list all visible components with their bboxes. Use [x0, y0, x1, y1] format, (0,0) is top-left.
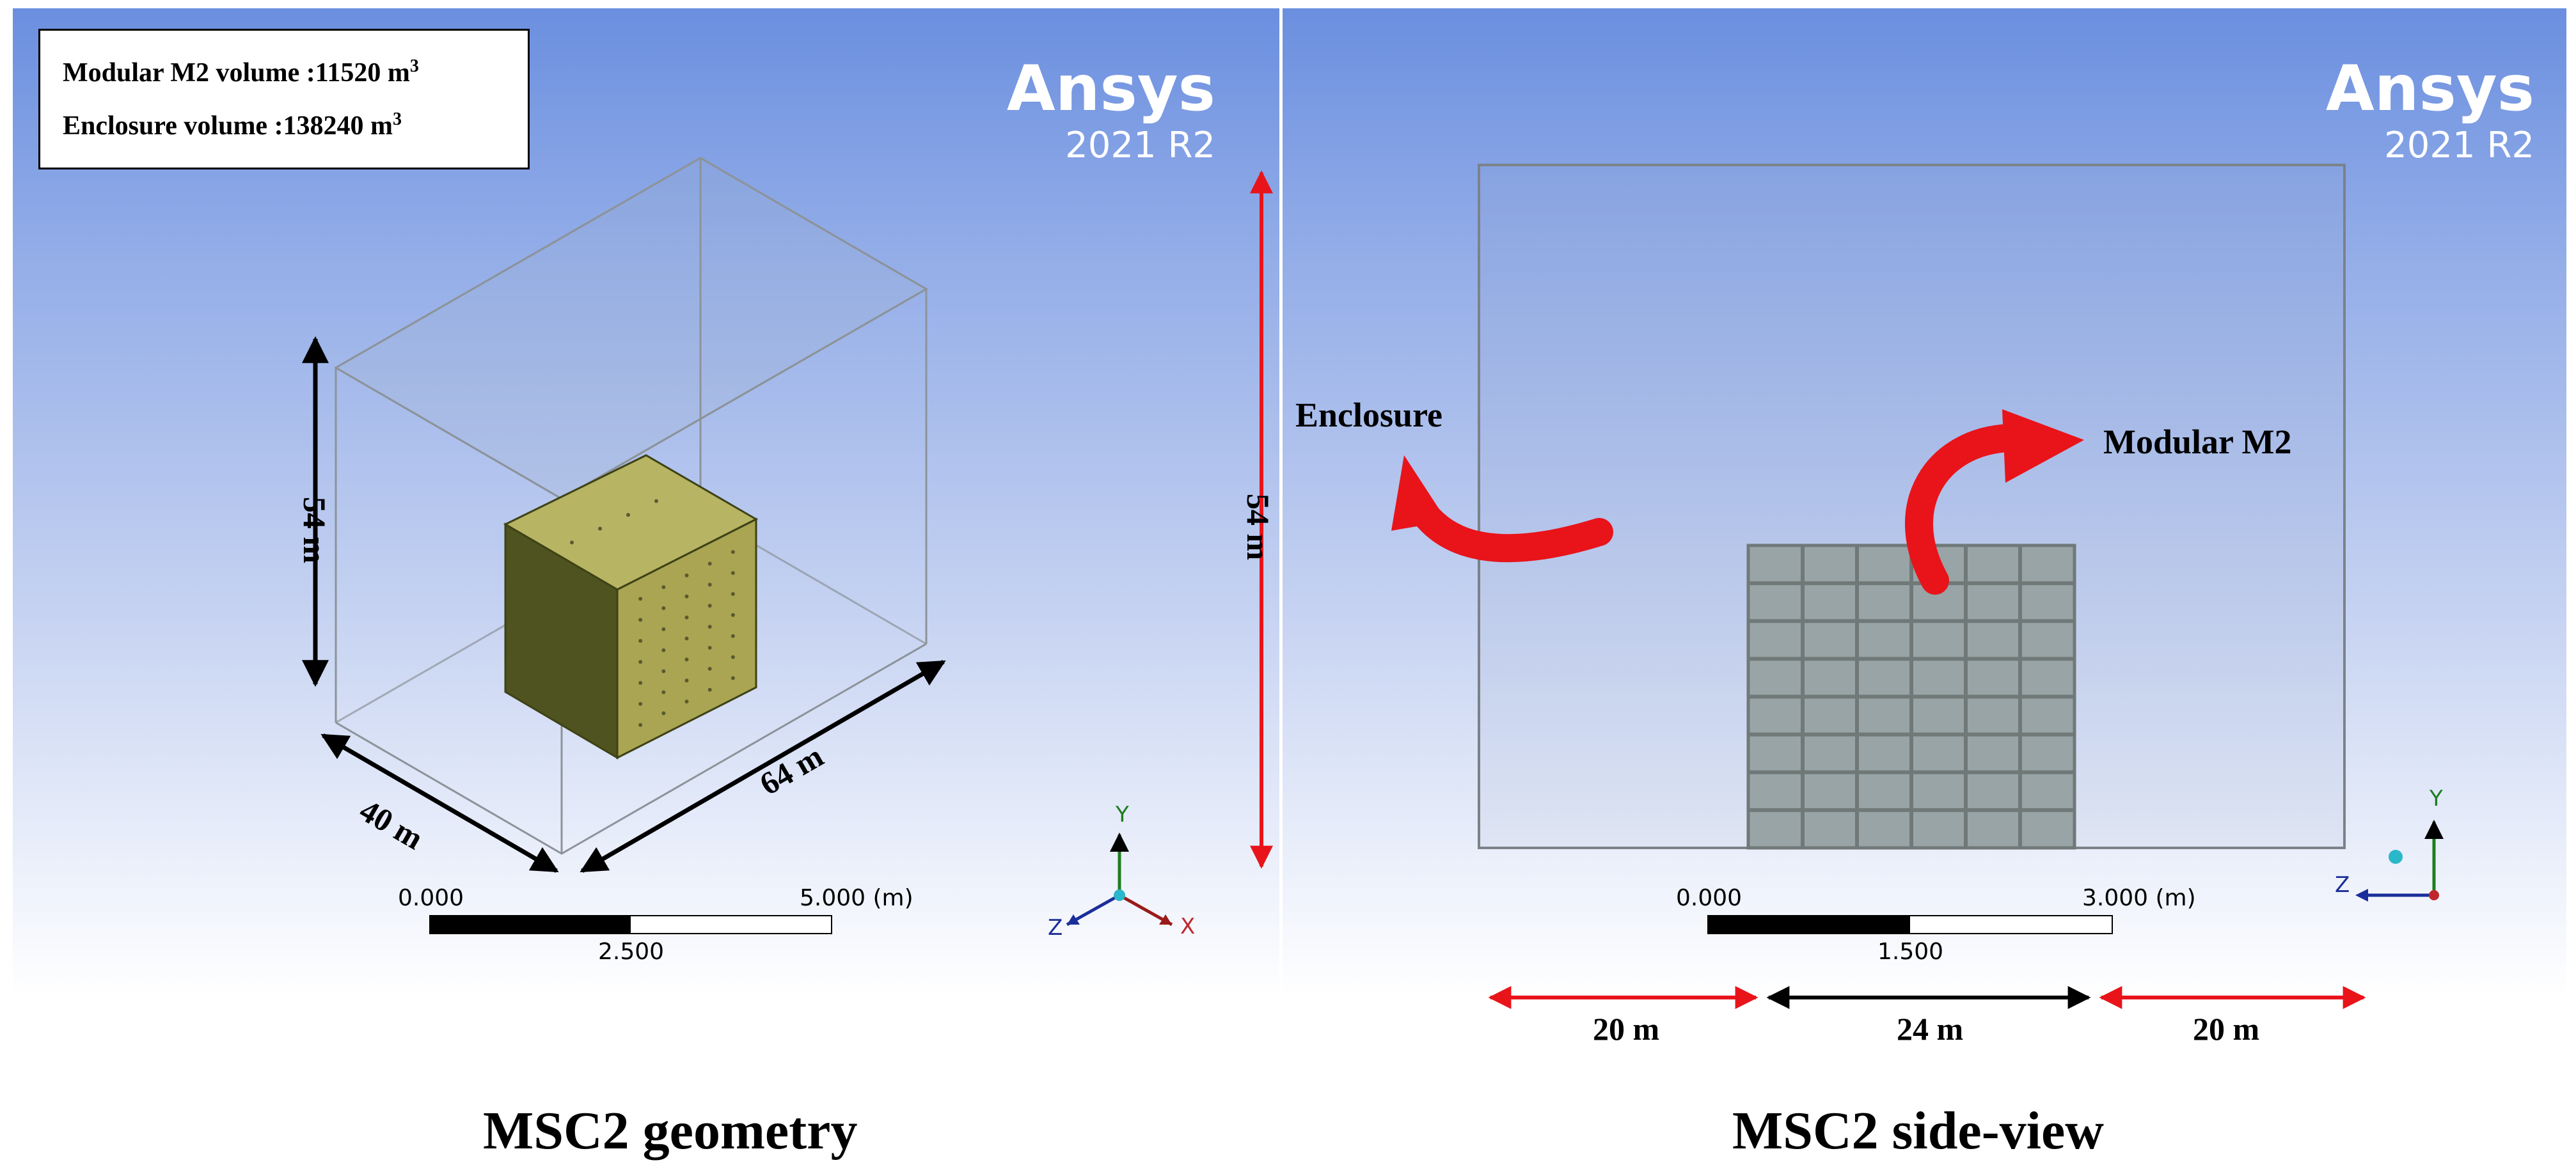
side-view-caption: MSC2 side-view	[1732, 1101, 2104, 1161]
ansys-version-left: 2021 R2	[1065, 125, 1215, 166]
enclosure-pointer-arrow	[1391, 455, 1613, 563]
modular-m2-label: Modular M2	[2103, 423, 2292, 461]
scale-right-start: 0.000	[1676, 885, 1742, 911]
module-width-label: 24 m	[1897, 1011, 1964, 1047]
ansys-version-right: 2021 R2	[2384, 125, 2534, 166]
cube-dot	[684, 573, 689, 577]
cube-dot	[661, 585, 666, 590]
cube-dot	[570, 540, 574, 545]
cube-dot	[731, 571, 735, 575]
cube-dot	[638, 660, 643, 664]
cube-dot	[684, 678, 689, 683]
cube-dot	[598, 526, 602, 531]
cube-dot	[626, 513, 630, 517]
cube-dot	[661, 648, 666, 652]
cube-dot	[638, 701, 643, 706]
cube-dot	[731, 591, 735, 596]
axis-triad-left: Y X Z	[1048, 802, 1195, 941]
axis-triad-right: Y Z	[2335, 786, 2444, 902]
modular-m2-side-grid	[1746, 544, 2076, 850]
ansys-logo-right: Ansys	[2325, 52, 2534, 125]
scale-left-end: 5.000 (m)	[800, 885, 913, 911]
cube-dot	[638, 639, 643, 643]
geometry-caption: MSC2 geometry	[483, 1101, 858, 1161]
module-pointer-arrow	[1905, 409, 2084, 595]
ansys-logo-left: Ansys	[1006, 52, 1215, 125]
cube-dot	[731, 676, 735, 680]
modular-m2-cube	[503, 454, 759, 760]
cube-dot	[638, 681, 643, 685]
triad-x-label: X	[1180, 914, 1195, 939]
cube-dot	[731, 613, 735, 617]
cube-dot	[638, 723, 643, 727]
cube-dot	[684, 594, 689, 599]
cube-dot	[661, 606, 666, 611]
scale-right-end: 3.000 (m)	[2082, 885, 2196, 911]
scale-bar-left	[429, 915, 832, 934]
cube-dot	[707, 625, 712, 629]
cube-dot	[684, 657, 689, 662]
cube-dot	[707, 561, 712, 566]
triad-z-label-right: Z	[2335, 872, 2350, 898]
cube-dot	[707, 646, 712, 650]
triad-y-label-right: Y	[2429, 786, 2443, 811]
enclosure-back-face	[334, 157, 928, 500]
triad-y-label: Y	[1115, 802, 1129, 827]
cube-dot	[707, 687, 712, 692]
cube-dot	[707, 666, 712, 671]
cube-dot	[731, 550, 735, 554]
cube-dot	[661, 627, 666, 631]
cube-dot	[661, 711, 666, 716]
width-arrow	[580, 659, 946, 873]
cube-dot	[707, 604, 712, 608]
cube-dot	[638, 618, 643, 622]
cube-dot	[661, 669, 666, 673]
scale-left-mid: 2.500	[598, 939, 665, 965]
left-gap-label: 20 m	[1593, 1011, 1660, 1047]
cube-dot	[707, 583, 712, 587]
depth-arrow	[320, 733, 559, 873]
enclosure-label: Enclosure	[1295, 396, 1443, 434]
triad-z-label: Z	[1048, 915, 1063, 941]
cube-dot	[661, 690, 666, 694]
enclosure-height-label: 54 m	[1240, 493, 1277, 561]
cube-dot	[731, 655, 735, 659]
right-gap-label: 20 m	[2193, 1011, 2260, 1047]
height-dimension-label: 54 m	[297, 496, 333, 564]
cube-dot	[684, 615, 689, 620]
module-volume-text: Modular M2 volume :11520 m3	[63, 56, 419, 88]
volume-info-box: Modular M2 volume :11520 m3 Enclosure vo…	[38, 29, 530, 169]
scale-right-mid: 1.500	[1877, 939, 1944, 965]
cube-dot	[654, 499, 658, 503]
cube-dot	[638, 597, 643, 601]
enclosure-volume-text: Enclosure volume :138240 m3	[63, 109, 402, 141]
cube-dot	[684, 636, 689, 641]
cube-dot	[731, 634, 735, 638]
scale-left-start: 0.000	[398, 885, 464, 911]
cube-dot	[684, 700, 689, 704]
cube-dot-grid	[570, 499, 735, 727]
scale-bar-right	[1707, 915, 2113, 934]
